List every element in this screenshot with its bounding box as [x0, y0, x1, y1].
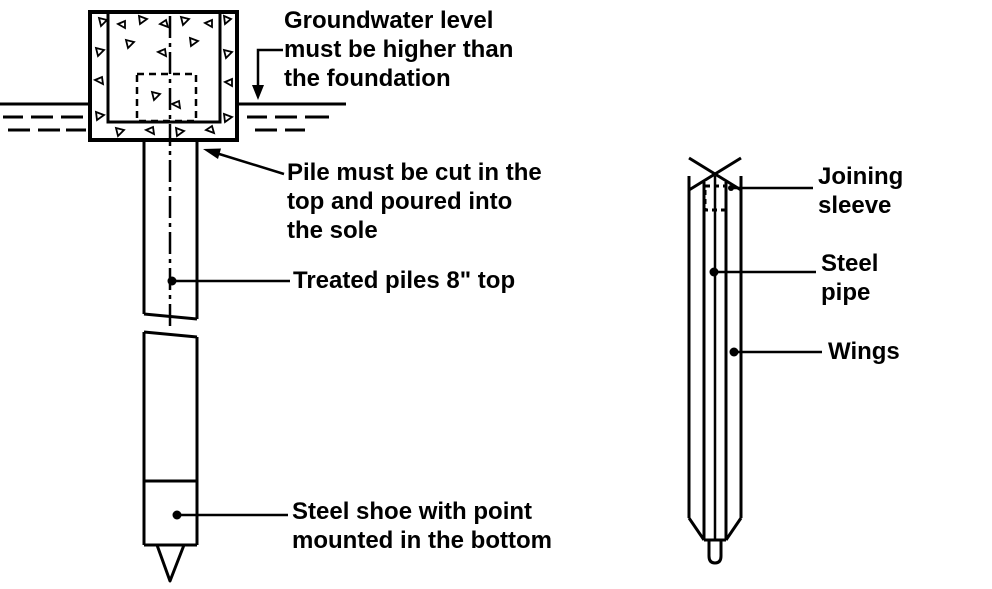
pile-body	[142, 16, 199, 583]
steel-pipe-figure	[687, 156, 743, 565]
pipe-tip	[707, 540, 723, 565]
treated-piles-label: Treated piles 8" top	[293, 267, 516, 294]
left-leader-lines	[167, 48, 290, 520]
joining-sleeve-label: Joining sleeve	[818, 163, 904, 219]
pile-cut-label: Pile must be cut in the top and poured i…	[287, 159, 542, 244]
down-arrowhead	[252, 85, 264, 100]
leader-dot	[167, 276, 177, 286]
wings-label: Wings	[828, 338, 900, 365]
leader-dot	[729, 347, 739, 357]
leader-dot	[728, 185, 734, 191]
leader-dot	[172, 510, 182, 520]
up-left-arrowhead	[203, 148, 221, 159]
pile-point	[155, 543, 186, 583]
joining-sleeve-dashed	[703, 184, 728, 212]
steel-shoe-label: Steel shoe with point mounted in the bot…	[292, 498, 552, 554]
right-leader-lines	[709, 185, 822, 357]
ground-level-line	[0, 102, 346, 132]
concrete-stipple	[92, 14, 234, 138]
leader-dot	[709, 267, 719, 277]
steel-pipe-label: Steel pipe	[821, 250, 879, 306]
foundation-block	[88, 10, 239, 142]
groundwater-level-label: Groundwater level must be higher than th…	[284, 7, 514, 92]
